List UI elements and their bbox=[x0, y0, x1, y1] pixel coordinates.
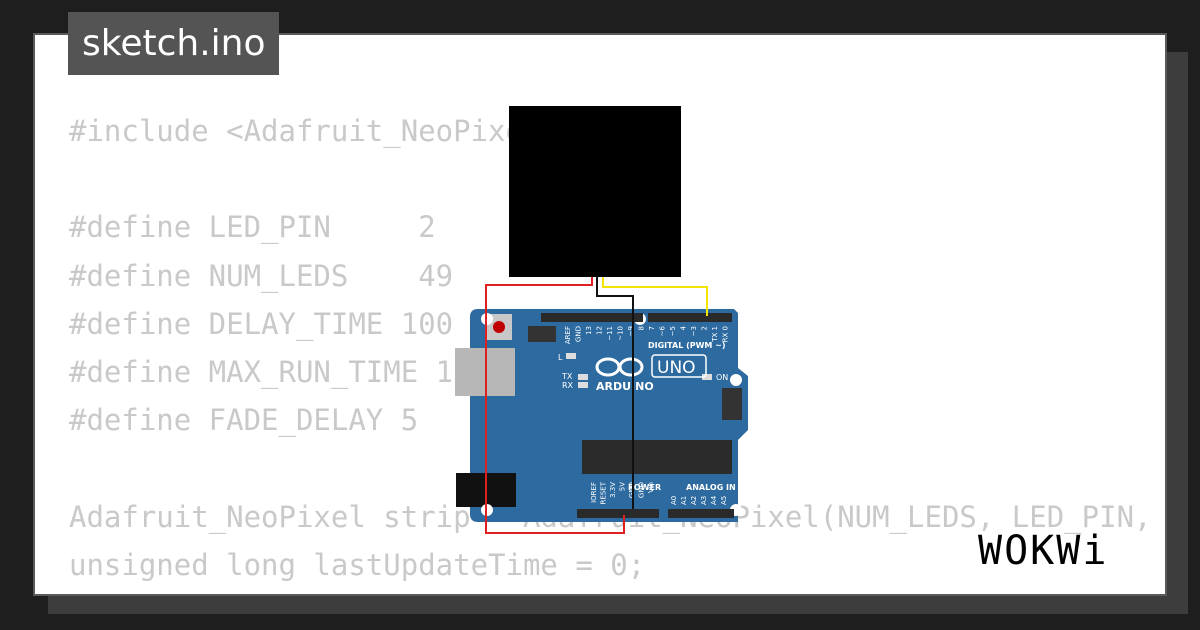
digital-header-left[interactable] bbox=[541, 313, 643, 322]
pin-label: 4 bbox=[680, 325, 688, 330]
pin-label: 7 bbox=[648, 326, 656, 330]
icsp-header bbox=[528, 326, 556, 342]
pin-label: 2 bbox=[701, 326, 709, 330]
wire-yellow bbox=[602, 277, 708, 316]
pin-label: RX 0 bbox=[722, 326, 730, 342]
wokwi-logo: WOKWi bbox=[978, 528, 1109, 574]
pin-label: A5 bbox=[720, 496, 728, 505]
led-on bbox=[702, 374, 712, 380]
model-badge bbox=[651, 354, 707, 378]
pin-label: 12 bbox=[596, 326, 604, 335]
on-label: ON bbox=[716, 373, 728, 382]
file-name-tab[interactable]: sketch.ino bbox=[68, 12, 280, 75]
pin-label: GND bbox=[638, 482, 646, 498]
pin-label: TX 1 bbox=[711, 326, 719, 343]
rx-label: RX bbox=[562, 381, 574, 390]
digital-header-label: DIGITAL (PWM ~) bbox=[648, 341, 726, 350]
atmega-chip bbox=[582, 440, 732, 474]
code-line: unsigned long lastUpdateTime = 0; bbox=[69, 547, 646, 582]
neopixel-matrix[interactable] bbox=[509, 106, 681, 277]
pin-label: 13 bbox=[585, 326, 593, 335]
pin-label: RESET bbox=[600, 481, 608, 504]
pin-label: IOREF bbox=[590, 482, 598, 503]
pin-label: ~6 bbox=[659, 325, 667, 336]
pin-label: A4 bbox=[710, 495, 718, 505]
pin-label: ~11 bbox=[606, 326, 614, 341]
pin-label: Vin bbox=[647, 482, 655, 493]
code-line: Adafruit_NeoPixel strip = Adafruit_NeoPi… bbox=[69, 499, 1152, 534]
mount-hole bbox=[730, 374, 742, 386]
code-line: #define LED_PIN 2 bbox=[69, 210, 436, 245]
led-rx bbox=[578, 382, 588, 388]
code-line: #define MAX_RUN_TIME 1 bbox=[69, 354, 454, 389]
pin-label: ~3 bbox=[690, 326, 698, 336]
brand-label: ARDUINO bbox=[596, 380, 654, 393]
code-line: #define DELAY_TIME 100 bbox=[69, 306, 454, 341]
icsp-header-2 bbox=[722, 388, 742, 420]
digital-header-right[interactable] bbox=[648, 313, 732, 322]
led-l bbox=[566, 353, 576, 359]
code-line: #define FADE_DELAY 5 bbox=[69, 403, 419, 438]
pin-label: 8 bbox=[638, 326, 646, 330]
pin-label: A2 bbox=[690, 496, 698, 505]
analog-header[interactable] bbox=[668, 509, 734, 518]
analog-header-label: ANALOG IN bbox=[686, 483, 736, 492]
power-header[interactable] bbox=[577, 509, 659, 518]
wire-red bbox=[485, 277, 625, 534]
pin-label: ~10 bbox=[617, 326, 625, 341]
pin-label: GND bbox=[575, 326, 583, 342]
pin-label: A0 bbox=[670, 496, 678, 505]
pin-label: ~5 bbox=[669, 326, 677, 336]
arduino-logo bbox=[595, 357, 644, 377]
pin-label: 5V bbox=[619, 482, 627, 491]
pin-label: A1 bbox=[680, 496, 688, 505]
wire-black bbox=[596, 277, 634, 509]
tx-label: TX bbox=[561, 372, 573, 381]
reset-button-cap[interactable] bbox=[493, 321, 505, 333]
led-tx bbox=[578, 374, 588, 380]
pin-label: ~9 bbox=[627, 326, 635, 336]
model-label: UNO bbox=[657, 358, 696, 378]
l-label: L bbox=[558, 353, 563, 362]
code-line: #define NUM_LEDS 49 bbox=[69, 258, 454, 293]
pin-label: 3.3V bbox=[609, 482, 617, 498]
pin-label: AREF bbox=[564, 326, 572, 344]
pin-label: A3 bbox=[700, 496, 708, 505]
power-header-label: POWER bbox=[628, 483, 661, 492]
